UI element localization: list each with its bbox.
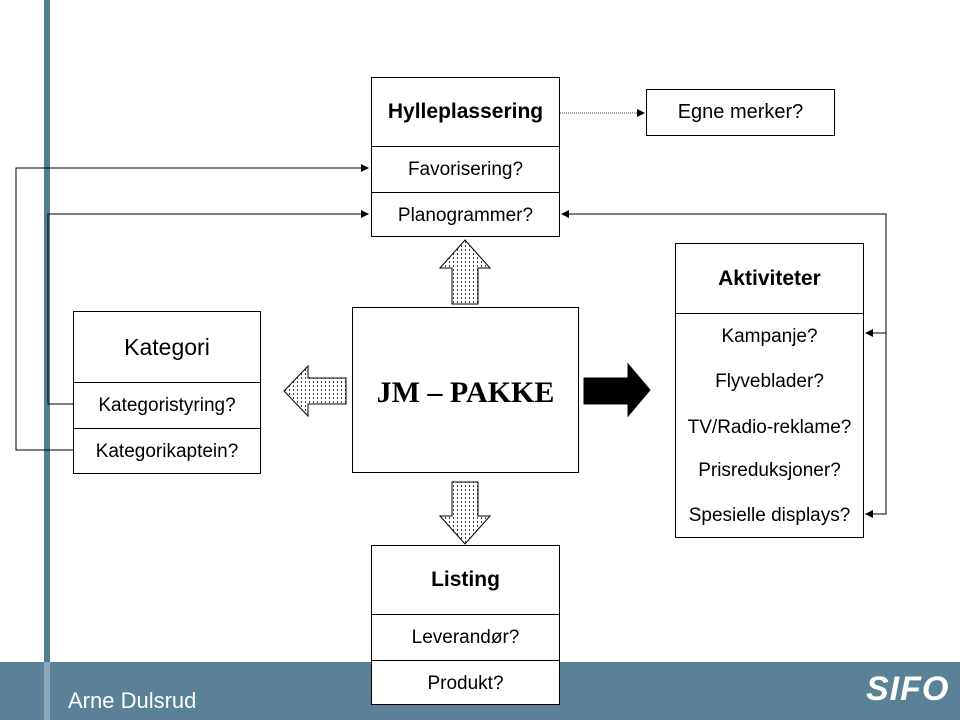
activity-item-tvradio: TV/Radio-reklame? bbox=[687, 417, 852, 438]
listing-box: Listing Leverandør? Produkt? bbox=[371, 545, 560, 705]
activities-box: Aktiviteter Kampanje? Flyveblader? TV/Ra… bbox=[675, 243, 864, 538]
shelf-box: Hylleplassering Favorisering? Planogramm… bbox=[371, 77, 560, 237]
up-arrow-icon bbox=[438, 239, 492, 305]
own-brands-box: Egne merker? bbox=[646, 89, 835, 136]
activity-item-prisreduksjoner: Prisreduksjoner? bbox=[698, 460, 841, 481]
wire-styring-planogrammer bbox=[47, 210, 369, 405]
category-item-styring: Kategoristyring? bbox=[74, 382, 260, 428]
shelf-item-planogrammer: Planogrammer? bbox=[372, 192, 559, 238]
shelf-item-favorisering: Favorisering? bbox=[372, 146, 559, 192]
footer-author: Arne Dulsrud bbox=[68, 688, 197, 713]
shelf-title: Hylleplassering bbox=[387, 100, 544, 123]
footer-accent-strip bbox=[44, 662, 50, 720]
listing-item-leverandor: Leverandør? bbox=[372, 614, 559, 660]
wire-kaptein-favorisering bbox=[15, 164, 369, 451]
left-accent-bar bbox=[44, 0, 50, 662]
right-arrow-icon bbox=[583, 362, 651, 418]
activities-title: Aktiviteter bbox=[718, 266, 821, 290]
center-label: JM – PAKKE bbox=[376, 376, 555, 409]
own-brands-label: Egne merker? bbox=[677, 101, 804, 123]
category-item-kaptein: Kategorikaptein? bbox=[74, 428, 260, 474]
listing-title: Listing bbox=[431, 568, 500, 591]
category-box: Kategori Kategoristyring? Kategorikaptei… bbox=[73, 311, 261, 474]
activity-item-flyveblader: Flyveblader? bbox=[715, 371, 824, 392]
left-arrow-icon bbox=[283, 364, 347, 418]
sifo-logo: SIFO bbox=[866, 670, 950, 708]
activity-item-kampanje: Kampanje? bbox=[676, 313, 863, 359]
activity-item-displays: Spesielle displays? bbox=[688, 505, 851, 526]
down-arrow-icon bbox=[438, 481, 492, 545]
center-box: JM – PAKKE bbox=[352, 307, 579, 473]
category-title: Kategori bbox=[124, 333, 210, 360]
listing-item-produkt: Produkt? bbox=[372, 660, 559, 706]
